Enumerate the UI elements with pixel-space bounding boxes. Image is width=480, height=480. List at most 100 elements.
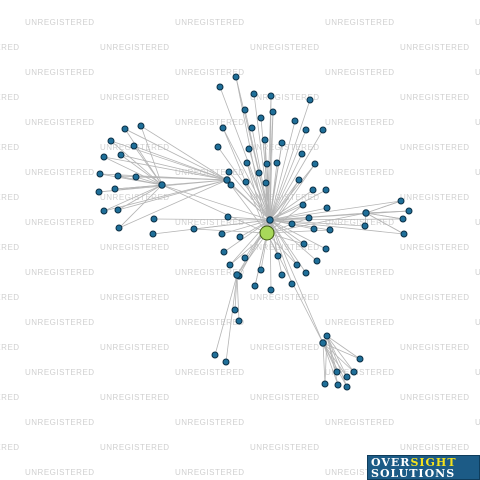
network-node[interactable] — [132, 173, 140, 181]
network-node[interactable] — [261, 136, 269, 144]
network-node[interactable] — [397, 197, 405, 205]
network-node[interactable] — [255, 169, 263, 177]
network-node[interactable] — [117, 151, 125, 159]
network-node[interactable] — [313, 257, 321, 265]
network-node[interactable] — [137, 122, 145, 130]
network-node[interactable] — [400, 230, 408, 238]
network-node[interactable] — [356, 355, 364, 363]
network-node[interactable] — [319, 126, 327, 134]
network-node[interactable] — [274, 252, 282, 260]
network-node[interactable] — [322, 245, 330, 253]
network-node[interactable] — [278, 271, 286, 279]
network-node[interactable] — [323, 204, 331, 212]
network-node[interactable] — [190, 225, 198, 233]
network-node[interactable] — [267, 286, 275, 294]
network-node[interactable] — [293, 261, 301, 269]
network-node[interactable] — [250, 90, 258, 98]
network-node[interactable] — [248, 124, 256, 132]
network-node[interactable] — [235, 317, 243, 325]
network-node[interactable] — [219, 124, 227, 132]
network-node[interactable] — [114, 172, 122, 180]
network-node[interactable] — [288, 280, 296, 288]
network-node[interactable] — [310, 225, 318, 233]
network-node[interactable] — [300, 240, 308, 248]
network-node[interactable] — [95, 188, 103, 196]
network-node[interactable] — [231, 306, 239, 314]
network-node[interactable] — [121, 125, 129, 133]
network-node[interactable] — [350, 368, 358, 376]
network-node[interactable] — [114, 206, 122, 214]
network-node[interactable] — [220, 248, 228, 256]
network-node[interactable] — [333, 368, 341, 376]
network-node[interactable] — [218, 230, 226, 238]
network-node[interactable] — [242, 178, 250, 186]
network-node[interactable] — [216, 83, 224, 91]
network-node[interactable] — [150, 215, 158, 223]
network-node[interactable] — [273, 159, 281, 167]
network-node[interactable] — [232, 73, 240, 81]
network-node[interactable] — [149, 230, 157, 238]
watermark-text: UNREGISTERED — [325, 118, 395, 127]
network-node[interactable] — [361, 222, 369, 230]
network-node[interactable] — [214, 143, 222, 151]
network-node[interactable] — [306, 96, 314, 104]
network-node[interactable] — [241, 106, 249, 114]
network-node[interactable] — [262, 179, 270, 187]
network-node[interactable] — [263, 160, 271, 168]
network-node[interactable] — [225, 168, 233, 176]
network-node[interactable] — [321, 380, 329, 388]
network-node[interactable] — [291, 117, 299, 125]
edge-h1-leaf — [269, 189, 327, 221]
network-node[interactable] — [236, 233, 244, 241]
network-hub-node[interactable] — [223, 176, 231, 184]
network-node[interactable] — [322, 186, 330, 194]
network-node[interactable] — [267, 92, 275, 100]
network-node[interactable] — [405, 207, 413, 215]
network-node[interactable] — [115, 224, 123, 232]
edge-h1-leaf — [269, 162, 278, 221]
network-hub-node[interactable] — [362, 209, 370, 217]
network-node[interactable] — [100, 153, 108, 161]
network-node[interactable] — [343, 383, 351, 391]
network-node[interactable] — [224, 213, 232, 221]
network-node[interactable] — [211, 351, 219, 359]
network-node[interactable] — [107, 137, 115, 145]
network-hub-node[interactable] — [266, 216, 274, 224]
network-node[interactable] — [96, 170, 104, 178]
network-node[interactable] — [334, 381, 342, 389]
edge-h1-leaf — [227, 216, 271, 221]
network-node[interactable] — [288, 220, 296, 228]
network-node[interactable] — [269, 108, 277, 116]
network-node[interactable] — [241, 254, 249, 262]
network-node[interactable] — [100, 207, 108, 215]
network-node[interactable] — [257, 266, 265, 274]
network-node[interactable] — [227, 181, 235, 189]
network-node[interactable] — [343, 373, 351, 381]
network-hub-node[interactable] — [158, 181, 166, 189]
network-node[interactable] — [326, 226, 334, 234]
network-node[interactable] — [309, 186, 317, 194]
network-node[interactable] — [226, 261, 234, 269]
watermark-text: UNREGISTERED — [400, 293, 470, 302]
network-hub-node[interactable] — [319, 339, 327, 347]
network-node[interactable] — [323, 332, 331, 340]
network-node[interactable] — [299, 201, 307, 209]
network-node[interactable] — [298, 150, 306, 158]
network-node[interactable] — [251, 282, 259, 290]
network-node[interactable] — [245, 145, 253, 153]
network-node[interactable] — [111, 185, 119, 193]
network-node[interactable] — [295, 176, 303, 184]
network-node[interactable] — [305, 214, 313, 222]
focus-node[interactable] — [259, 225, 275, 241]
network-hub-node[interactable] — [233, 271, 241, 279]
network-node[interactable] — [302, 126, 310, 134]
watermark-text: UNREGISTERED — [175, 168, 245, 177]
network-node[interactable] — [257, 114, 265, 122]
network-node[interactable] — [130, 142, 138, 150]
network-node[interactable] — [243, 159, 251, 167]
network-node[interactable] — [311, 160, 319, 168]
network-node[interactable] — [302, 269, 310, 277]
network-node[interactable] — [399, 215, 407, 223]
network-node[interactable] — [222, 358, 230, 366]
network-node[interactable] — [278, 139, 286, 147]
